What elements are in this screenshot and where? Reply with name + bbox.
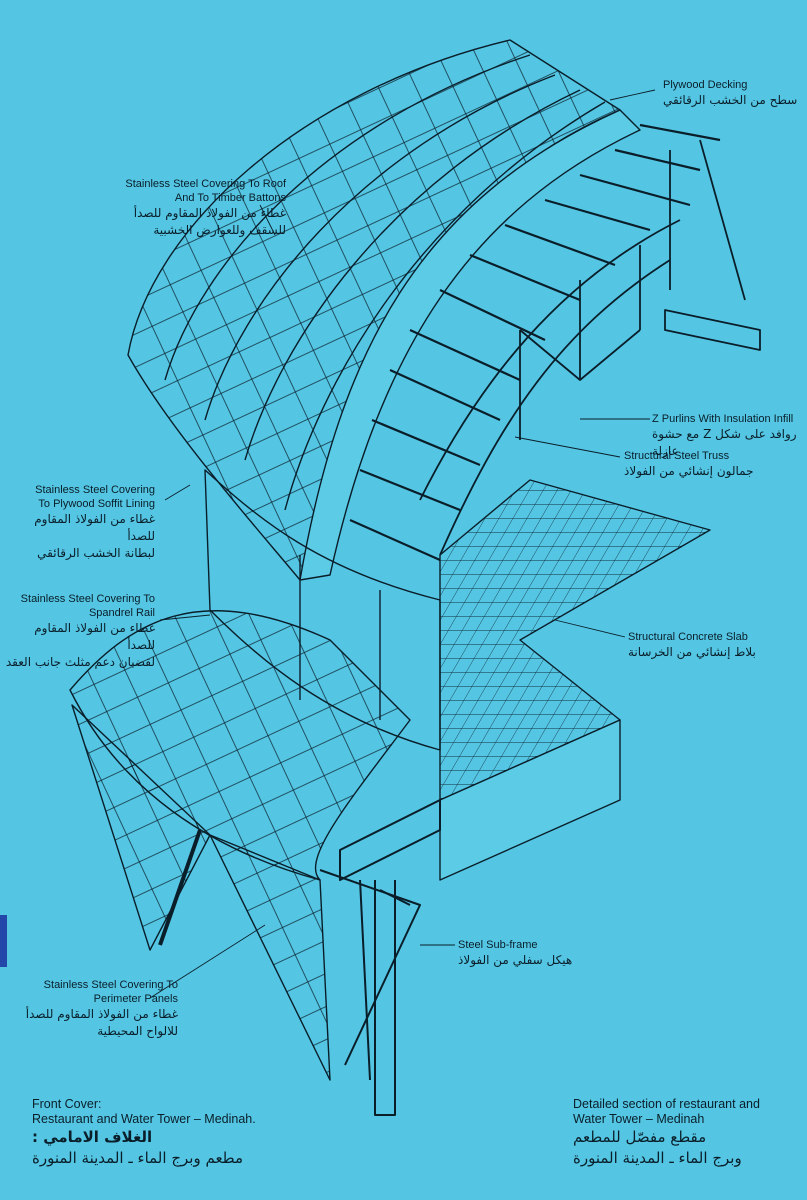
leader-lines — [149, 89, 656, 999]
label-soffit-covering: Stainless Steel Covering To Plywood Soff… — [34, 484, 155, 560]
label-roof-covering: Stainless Steel Covering To Roof And To … — [125, 178, 286, 237]
label-plywood-decking: Plywood Decking سطح من الخشب الرقائقي — [663, 79, 798, 107]
page-edge-tab — [0, 915, 7, 967]
z-purlins — [349, 123, 721, 562]
label-perimeter-covering: Stainless Steel Covering To Perimeter Pa… — [25, 979, 178, 1038]
label-steel-sub-frame: Steel Sub-frame هيكل سفلي من الفولاذ — [458, 939, 573, 967]
label-spandrel-covering: Stainless Steel Covering To Spandrel Rai… — [5, 593, 155, 669]
label-concrete-slab: Structural Concrete Slab بلاط إنشائي من … — [628, 631, 756, 659]
label-steel-truss: Structural Steel Truss جمالون إنشائي من … — [624, 450, 754, 478]
label-z-purlins: Z Purlins With Insulation Infill روافد ع… — [652, 413, 797, 458]
roof-fascia — [299, 109, 641, 581]
steel-truss — [419, 139, 761, 556]
caption-front-cover: Front Cover: Restaurant and Water Tower … — [32, 1097, 256, 1167]
caption-detailed-section: Detailed section of restaurant and Water… — [573, 1097, 760, 1167]
steel-sub-frame — [319, 799, 441, 1116]
perimeter-panels — [71, 704, 331, 1081]
slab-edge — [439, 719, 621, 881]
